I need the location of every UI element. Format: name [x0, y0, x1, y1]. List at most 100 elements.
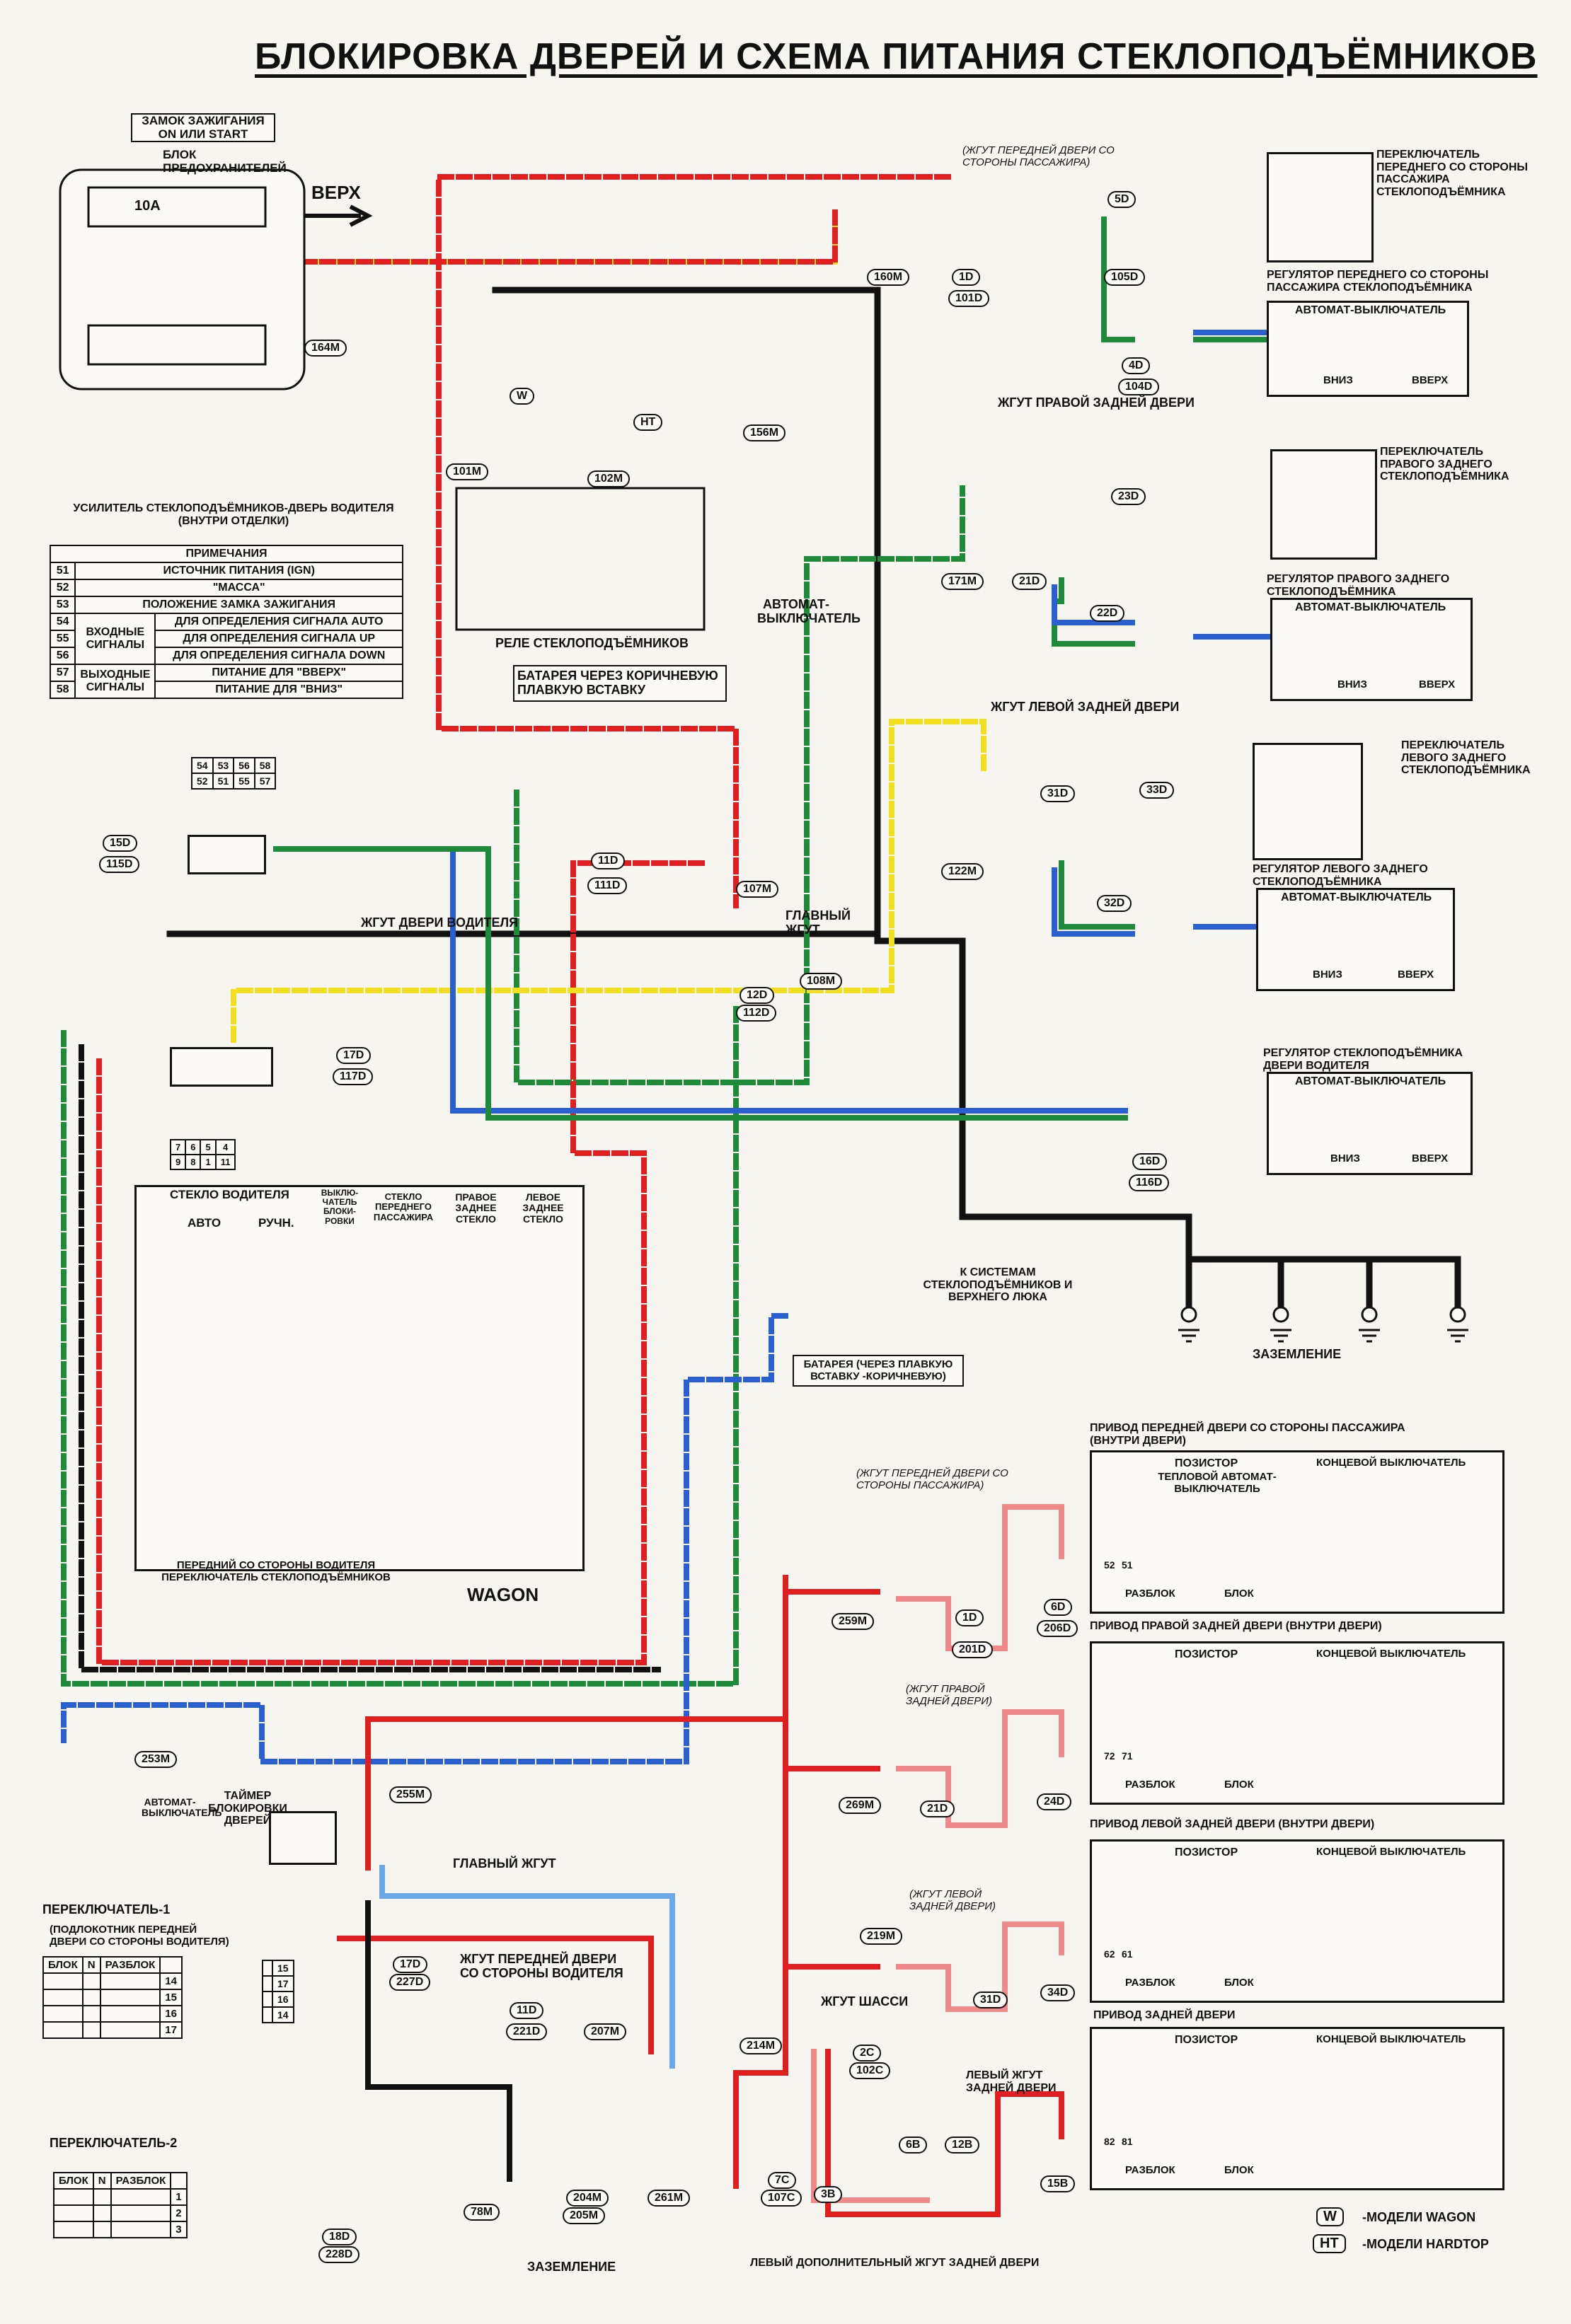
- wire-pink-rr: [896, 1709, 1064, 1828]
- act-2-unlock: РАЗБЛОК: [1125, 1779, 1175, 1791]
- up-label: ВЕРХ: [311, 182, 361, 203]
- connector-33d: 33D: [1139, 782, 1175, 799]
- connector-261m: 261M: [648, 2190, 691, 2207]
- connector-171m: 171M: [941, 573, 984, 590]
- wire-blue-battery: [61, 1313, 788, 1764]
- connector-115d: 115D: [99, 856, 140, 873]
- pin: 56: [233, 757, 255, 774]
- ground2-label: ЗАЗЕМЛЕНИЕ: [527, 2260, 616, 2274]
- connector-206d: 206D: [1037, 1620, 1078, 1637]
- connector-101d: 101D: [948, 290, 990, 307]
- rl-harness-label: ЖГУТ ЛЕВОЙ ЗАДНЕЙ ДВЕРИ: [991, 700, 1180, 714]
- driver-amp-connector: [188, 835, 266, 874]
- pass-switch-title: ПЕРЕКЛЮЧАТЕЛЬ ПЕРЕДНЕГО СО СТОРОНЫ ПАССА…: [1376, 149, 1529, 198]
- connector-221d: 221D: [506, 2023, 548, 2040]
- fuse-box-label: БЛОК ПРЕДОХРАНИТЕЛЕЙ: [163, 148, 287, 175]
- act-2-limit: КОНЦЕВОЙ ВЫКЛЮЧАТЕЛЬ: [1316, 1648, 1466, 1660]
- front-driver-harness-label: ЖГУТ ПЕРЕДНЕЙ ДВЕРИ СО СТОРОНЫ ВОДИТЕЛЯ: [460, 1952, 623, 1980]
- amp-row-text: ДЛЯ ОПРЕДЕЛЕНИЯ СИГНАЛА AUTO: [154, 613, 403, 631]
- connector-11d-b: 11D: [510, 2002, 544, 2019]
- connector-24d: 24D: [1037, 1793, 1072, 1810]
- driver-group-4: ПРАВОЕ ЗАДНЕЕ СТЕКЛО: [455, 1191, 497, 1225]
- connector-227d: 227D: [389, 1974, 431, 1991]
- connector-34d: 34D: [1040, 1984, 1076, 2001]
- act-4-box: [1090, 2027, 1504, 2190]
- up-arrow: [304, 204, 373, 227]
- pass-switch-grid: [1267, 152, 1374, 262]
- rl-regulator-box: [1256, 888, 1455, 991]
- connector-104d: 104D: [1118, 378, 1160, 395]
- amp-out-group: ВЫХОДНЫЕ СИГНАЛЫ: [74, 664, 156, 699]
- rl-regulator-title: РЕГУЛЯТОР ЛЕВОГО ЗАДНЕГО СТЕКЛОПОДЪЁМНИК…: [1253, 863, 1428, 888]
- act-3-posistor: ПОЗИСТОР: [1175, 1846, 1238, 1858]
- wire-blue-driver: [450, 846, 1128, 1114]
- pin: 14: [272, 2006, 294, 2023]
- connector-12b: 12B: [945, 2137, 980, 2154]
- to-systems-label: К СИСТЕМАМ СТЕКЛОПОДЪЁМНИКОВ И ВЕРХНЕГО …: [923, 1266, 1073, 1304]
- pin: 6: [185, 1139, 202, 1155]
- rr-harness-label: ЖГУТ ПРАВОЙ ЗАДНЕЙ ДВЕРИ: [998, 395, 1195, 410]
- act-1-thermal: ТЕПЛОВОЙ АВТОМАТ-ВЫКЛЮЧАТЕЛЬ: [1158, 1471, 1277, 1495]
- amp-row-n: 55: [49, 630, 76, 648]
- chassis-label: ЖГУТ ШАССИ: [821, 1994, 909, 2008]
- amp-row-n: 58: [49, 681, 76, 699]
- pin: 17: [272, 1975, 294, 1992]
- amp-row-n: 51: [49, 562, 76, 580]
- connector-108m: 108M: [800, 973, 843, 990]
- act-2-title: ПРИВОД ПРАВОЙ ЗАДНЕЙ ДВЕРИ (ВНУТРИ ДВЕРИ…: [1090, 1620, 1382, 1632]
- ground-point-4: [1449, 1306, 1466, 1323]
- switch1-side-pins: 15 17 16 14: [262, 1960, 294, 2023]
- wire-green-2: [514, 485, 965, 1085]
- connector-21d: 21D: [1012, 573, 1047, 590]
- legend-w-key: W: [1316, 2207, 1344, 2226]
- amp-row-text: ИСТОЧНИК ПИТАНИЯ (IGN): [74, 562, 403, 580]
- rr-switch-title: ПЕРЕКЛЮЧАТЕЛЬ ПРАВОГО ЗАДНЕГО СТЕКЛОПОДЪ…: [1380, 446, 1509, 483]
- act-1-p2: 51: [1122, 1559, 1133, 1571]
- connector-207m: 207M: [584, 2023, 627, 2040]
- switch1-pin-head: [159, 1956, 183, 1974]
- driver-regulator-box: [1267, 1072, 1473, 1175]
- wire-lightblue: [379, 1865, 675, 2069]
- connector-160m: 160M: [867, 269, 910, 286]
- connector-78m: 78M: [464, 2204, 500, 2221]
- connector-117d: 117D: [333, 1068, 374, 1085]
- switch2-col: БЛОК: [53, 2172, 94, 2190]
- switch1-pin: 17: [159, 2021, 183, 2039]
- pin: 16: [272, 1991, 294, 2008]
- relay-box: [455, 487, 706, 631]
- amp-table-title: УСИЛИТЕЛЬ СТЕКЛОПОДЪЁМНИКОВ-ДВЕРЬ ВОДИТЕ…: [73, 502, 394, 527]
- pin: 51: [212, 773, 235, 790]
- connector-255m: 255M: [389, 1786, 432, 1803]
- rr-switch-grid: [1270, 449, 1377, 560]
- connector-22d: 22D: [1090, 605, 1125, 622]
- fuse-row-top: [87, 186, 267, 228]
- wire-pink-rl: [896, 1921, 1064, 2012]
- connector-107c: 107C: [761, 2190, 802, 2207]
- connector-16d: 16D: [1132, 1153, 1168, 1170]
- amp-row-text: "МАССА": [74, 579, 403, 597]
- connector-102m: 102M: [587, 470, 631, 487]
- switch2-col: N: [92, 2172, 112, 2190]
- wire-red-front: [337, 1936, 654, 2054]
- connector-1d: 1D: [952, 269, 981, 286]
- pin: 1: [200, 1154, 217, 1170]
- switch2-title: ПЕРЕКЛЮЧАТЕЛЬ-2: [50, 2136, 178, 2150]
- connector-253m: 253M: [134, 1751, 178, 1768]
- connector-105d: 105D: [1104, 269, 1146, 286]
- wire-green-pass: [1101, 216, 1135, 342]
- switch1-title: ПЕРЕКЛЮЧАТЕЛЬ-1: [42, 1902, 171, 1917]
- pin: 7: [169, 1139, 187, 1155]
- rl-switch-title: ПЕРЕКЛЮЧАТЕЛЬ ЛЕВОГО ЗАДНЕГО СТЕКЛОПОДЪЁ…: [1401, 739, 1531, 777]
- wire-red-driver: [96, 860, 710, 1665]
- ground-symbol-2: [1270, 1329, 1291, 1343]
- driver-sub-manual: РУЧН.: [258, 1216, 294, 1230]
- act-2-p1: 72: [1104, 1750, 1115, 1762]
- switch1-pin: 14: [159, 1972, 183, 1990]
- act-2-posistor: ПОЗИСТОР: [1175, 1648, 1238, 1660]
- connector-15d: 15D: [103, 835, 138, 852]
- connector-2c: 2C: [853, 2045, 882, 2062]
- switch2-pin: 3: [170, 2221, 188, 2238]
- relay-breaker-label: АВТОМАТ-ВЫКЛЮЧАТЕЛЬ: [757, 597, 861, 625]
